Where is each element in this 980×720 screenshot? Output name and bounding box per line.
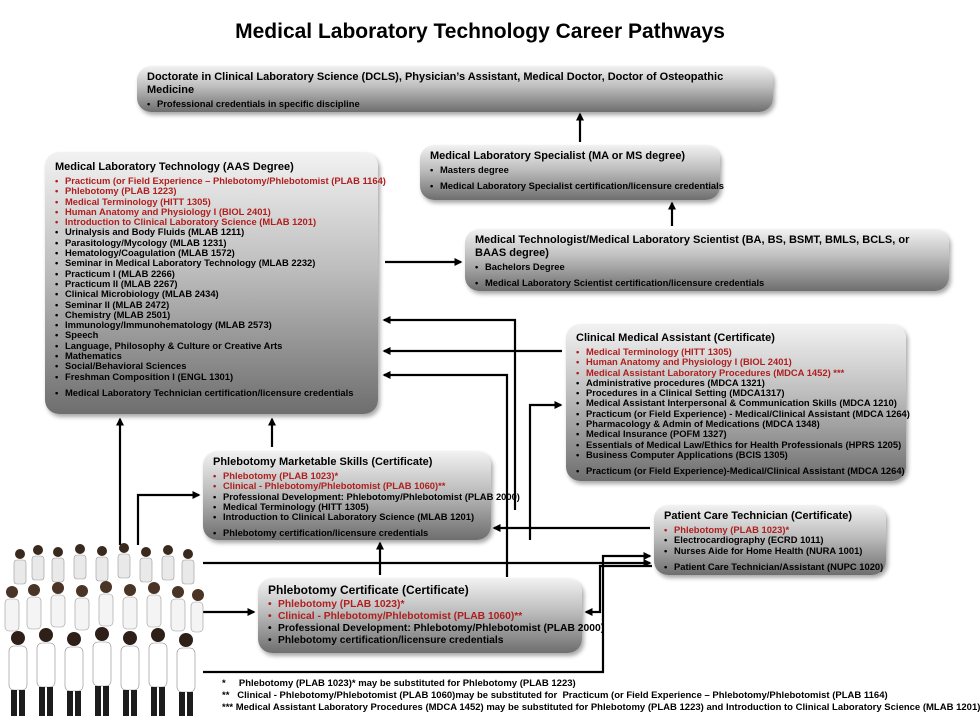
cma-course-item: Medical Assistant Interpersonal & Commun… xyxy=(576,398,897,409)
aas-course-item: Parasitology/Mycology (MLAB 1231) xyxy=(55,237,368,248)
pc-course-item: Phlebotomy certification/licensure crede… xyxy=(268,635,572,647)
cma-course-item: Procedures in a Clinical Setting (MDCA13… xyxy=(576,387,896,398)
aas-course-item: Language, Philosophy & Culture or Creati… xyxy=(55,340,368,351)
mlt-scientist-item: Bachelors Degree xyxy=(475,261,939,272)
aas-course-item: Medical Terminology (HITT 1305) xyxy=(55,196,368,207)
phlebotomy-marketable-skills-box: Phlebotomy Marketable Skills (Certificat… xyxy=(203,451,520,540)
pms-course-item: Professional Development: Phlebotomy/Phl… xyxy=(213,491,520,502)
pms-credential-item: Phlebotomy certification/licensure crede… xyxy=(213,528,481,539)
phlebotomy-certificate-box: Phlebotomy Certificate (Certificate) Phl… xyxy=(258,578,604,653)
aas-course-item: Introduction to Clinical Laboratory Scie… xyxy=(55,216,368,227)
pms-course-item: Clinical - Phlebotomy/Phlebotomist (PLAB… xyxy=(213,480,481,491)
aas-course-item: Immunology/Immunohematology (MLAB 2573) xyxy=(55,319,368,330)
mlt-scientist-title: Medical Technologist/Medical Laboratory … xyxy=(475,234,910,259)
footnotes: * Phlebotomy (PLAB 1023)* may be substit… xyxy=(222,678,980,714)
aas-course-item: Seminar II (MLAB 2472) xyxy=(55,299,368,310)
aas-course-item: Mathematics xyxy=(55,350,368,361)
aas-degree-box: Medical Laboratory Technology (AAS Degre… xyxy=(45,152,386,414)
cma-course-item: Administrative procedures (MDCA 1321) xyxy=(576,377,896,388)
aas-course-item: Urinalysis and Body Fluids (MLAB 1211) xyxy=(55,227,368,238)
doctorate-item: Professional credentials in specific dis… xyxy=(147,98,763,109)
page-title: Medical Laboratory Technology Career Pat… xyxy=(235,20,725,43)
cma-course-item: Medical Insurance (POFM 1327) xyxy=(576,429,896,440)
mlt-scientist-item: Medical Laboratory Scientist certificati… xyxy=(475,277,939,288)
aas-course-item: Hematology/Coagulation (MLAB 1572) xyxy=(55,247,368,258)
mls-title: Medical Laboratory Specialist (MA or MS … xyxy=(430,150,686,162)
pct-course-item: Phlebotomy (PLAB 1023)* xyxy=(664,524,876,535)
cma-box: Clinical Medical Assistant (Certificate)… xyxy=(566,324,910,481)
pc-course-item: Clinical - Phlebotomy/Phlebotomist (PLAB… xyxy=(268,611,572,623)
aas-course-item: Practicum I (MLAB 2266) xyxy=(55,268,368,279)
pct-title: Patient Care Technician (Certificate) xyxy=(664,510,853,522)
arrow-pct-to-pc xyxy=(584,564,652,616)
aas-course-item: Freshman Composition I (ENGL 1301) xyxy=(55,371,368,382)
pms-course-item: Introduction to Clinical Laboratory Scie… xyxy=(213,511,481,522)
cma-course-item: Pharmacology & Admin of Medications (MDC… xyxy=(576,418,896,429)
mls-item: Masters degree xyxy=(430,164,710,175)
pms-title: Phlebotomy Marketable Skills (Certificat… xyxy=(213,456,433,468)
aas-degree-title: Medical Laboratory Technology (AAS Degre… xyxy=(55,161,294,173)
aas-course-item: Social/Behavioral Sciences xyxy=(55,361,368,372)
cma-course-item: Medical Terminology (HITT 1305) xyxy=(576,346,896,357)
pc-title: Phlebotomy Certificate (Certificate) xyxy=(268,583,469,597)
aas-course-item: Practicum II (MLAB 2267) xyxy=(55,278,368,289)
cma-course-item: Business Computer Applications (BCIS 130… xyxy=(576,449,896,460)
arrow-people-to-pms xyxy=(136,491,201,545)
mls-item: Medical Laboratory Specialist certificat… xyxy=(430,180,724,191)
aas-course-item: Chemistry (MLAB 2501) xyxy=(55,309,368,320)
aas-course-item: Seminar in Medical Laboratory Technology… xyxy=(55,258,368,269)
pms-course-item: Phlebotomy (PLAB 1023)* xyxy=(213,470,481,481)
aas-credential-item: Medical Laboratory Technician certificat… xyxy=(55,387,368,398)
cma-course-item: Essentials of Medical Law/Ethics for Hea… xyxy=(576,439,901,450)
cma-course-item: Practicum (or Field Experience) - Medica… xyxy=(576,408,910,419)
cma-title: Clinical Medical Assistant (Certificate) xyxy=(576,332,775,344)
doctorate-box: Doctorate in Clinical Laboratory Science… xyxy=(137,66,773,112)
pct-course-item: Nurses Aide for Home Health (NURA 1001) xyxy=(664,545,876,556)
mlt-scientist-box: Medical Technologist/Medical Laboratory … xyxy=(465,229,949,291)
doctorate-title: Doctorate in Clinical Laboratory Science… xyxy=(147,71,724,96)
aas-course-item: Practicum (or Field Experience – Phlebot… xyxy=(55,175,386,186)
mls-box: Medical Laboratory Specialist (MA or MS … xyxy=(420,145,724,200)
patient-care-technician-box: Patient Care Technician (Certificate) Ph… xyxy=(654,505,886,575)
aas-course-item: Clinical Microbiology (MLAB 2434) xyxy=(55,288,368,299)
pc-course-item: Phlebotomy (PLAB 1023)* xyxy=(268,599,572,611)
students-group-image xyxy=(4,543,204,716)
cma-course-item: Medical Assistant Laboratory Procedures … xyxy=(576,367,896,378)
pct-course-item: Electrocardiography (ECRD 1011) xyxy=(664,534,876,545)
footnote-3: *** Medical Assistant Laboratory Procedu… xyxy=(222,702,980,713)
cma-course-item: Human Anatomy and Physiology I (BIOL 240… xyxy=(576,356,896,367)
aas-course-item: Speech xyxy=(55,330,368,341)
aas-course-item: Human Anatomy and Physiology I (BIOL 240… xyxy=(55,206,368,217)
pct-course-item: Patient Care Technician/Assistant (NUPC … xyxy=(664,561,883,572)
pc-course-item: Professional Development: Phlebotomy/Phl… xyxy=(268,623,604,635)
footnote-1: * Phlebotomy (PLAB 1023)* may be substit… xyxy=(222,678,576,689)
arrow-to-cma xyxy=(528,401,563,540)
pms-course-item: Medical Terminology (HITT 1305) xyxy=(213,501,481,512)
aas-course-item: Phlebotomy (PLAB 1223) xyxy=(55,185,368,196)
cma-course-item: Practicum (or Field Experience)-Medical/… xyxy=(576,465,905,476)
footnote-2: ** Clinical - Phlebotomy/Phlebotomist (P… xyxy=(222,690,888,701)
